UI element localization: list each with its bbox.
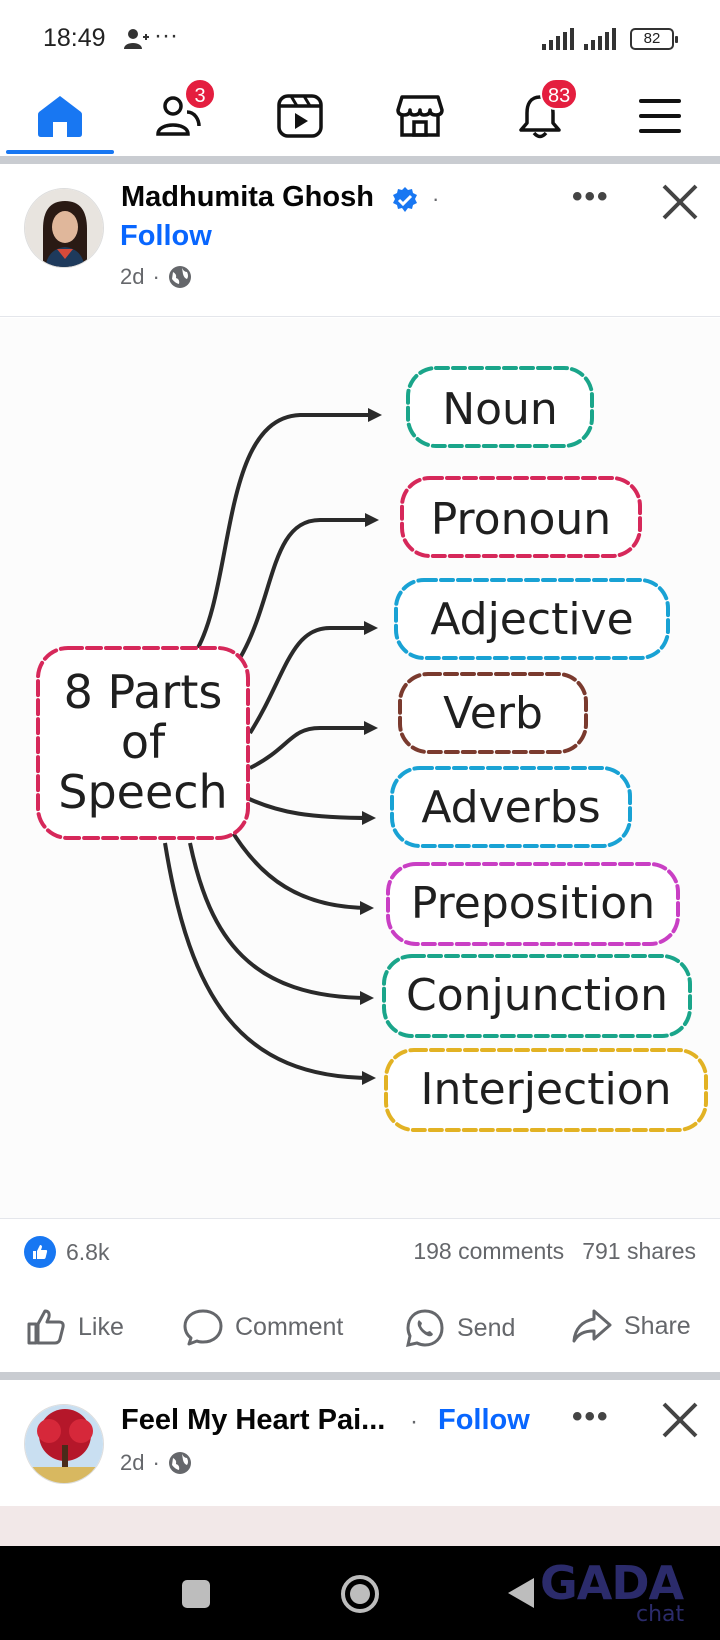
tag-preposition-label: Preposition: [411, 878, 655, 929]
tag-interjection: Interjection: [384, 1048, 708, 1132]
tag-conjunction-label: Conjunction: [406, 970, 668, 1021]
like-label: Like: [78, 1312, 124, 1341]
more-options-icon[interactable]: •••: [572, 1400, 610, 1433]
person-add-icon: [122, 27, 150, 56]
meta-separator: ·: [152, 264, 160, 289]
video-icon: [277, 94, 323, 138]
center-topic-box: [36, 646, 250, 840]
header-separator: ·: [410, 1408, 418, 1435]
comments-count[interactable]: 198 comments: [413, 1238, 565, 1264]
connector-arrows: [163, 408, 382, 1085]
globe-icon: [168, 1452, 191, 1474]
tag-adjective: Adjective: [394, 578, 670, 660]
globe-icon: [168, 266, 191, 288]
follow-button[interactable]: Follow: [120, 220, 212, 252]
marketplace-icon: [396, 95, 444, 137]
verified-badge-icon: [391, 186, 419, 219]
hamburger-menu-icon: [639, 99, 681, 133]
back-button[interactable]: [506, 1576, 536, 1615]
shares-count[interactable]: 791 shares: [582, 1238, 696, 1264]
center-label-line2: of: [121, 715, 167, 769]
divider: [0, 156, 720, 164]
post-time-2: 2d: [120, 1450, 145, 1475]
thumbs-up-icon: [27, 1309, 65, 1345]
top-navigation: 3 83: [0, 74, 720, 158]
like-button[interactable]: Like: [26, 1308, 124, 1346]
tag-conjunction: Conjunction: [382, 954, 692, 1038]
comment-label: Comment: [235, 1312, 344, 1341]
watermark-logo: GADA: [540, 1556, 684, 1610]
post-meta-2: 2d ·: [120, 1450, 192, 1476]
comment-button[interactable]: Comment: [183, 1308, 343, 1346]
more-options-icon[interactable]: •••: [572, 180, 610, 213]
next-post-preview: [0, 1506, 720, 1546]
status-bar: 18:49 ··· 82: [0, 0, 720, 74]
more-status-icon: ···: [154, 22, 178, 49]
share-button[interactable]: Share: [572, 1308, 691, 1344]
nav-home[interactable]: [20, 84, 100, 148]
home-button[interactable]: [340, 1574, 380, 1619]
tag-noun: Noun: [406, 366, 594, 448]
whatsapp-icon: [406, 1309, 444, 1347]
friends-icon: [156, 96, 201, 136]
center-label-line3: Speech: [58, 765, 227, 819]
tag-pronoun: Pronoun: [400, 476, 642, 558]
post-time: 2d: [120, 264, 145, 289]
nav-marketplace[interactable]: [380, 84, 460, 148]
reactions-count: 6.8k: [66, 1238, 110, 1265]
close-icon[interactable]: [660, 182, 700, 222]
header-separator: ·: [432, 186, 440, 211]
meta-separator-2: ·: [152, 1450, 160, 1475]
nav-notifications[interactable]: 83: [500, 78, 580, 148]
post-meta: 2d ·: [120, 264, 192, 290]
tag-adjective-label: Adjective: [430, 594, 633, 645]
status-time: 18:49: [43, 24, 106, 52]
tag-interjection-label: Interjection: [420, 1064, 671, 1115]
tag-verb: Verb: [398, 672, 588, 754]
tag-preposition: Preposition: [386, 862, 680, 946]
system-navigation-bar: [0, 1546, 720, 1640]
post-image[interactable]: 8 Parts of Speech Noun Pronoun Adjective…: [0, 318, 720, 1218]
tag-adverbs: Adverbs: [390, 766, 632, 848]
close-icon[interactable]: [660, 1400, 700, 1440]
nav-friends[interactable]: 3: [140, 78, 220, 148]
home-icon: [38, 96, 82, 137]
like-reaction-icon: [24, 1236, 56, 1268]
page-avatar[interactable]: [24, 1404, 104, 1484]
engagement-counts: 198 comments 791 shares: [413, 1238, 696, 1265]
page-name[interactable]: Feel My Heart Pai...: [121, 1404, 386, 1436]
post-actions: Like Comment Send Share: [0, 1300, 720, 1360]
divider: [0, 1372, 720, 1380]
center-label-line1: 8 Parts: [64, 665, 223, 719]
signal-icon-2: [584, 28, 620, 55]
notifications-badge: 83: [540, 78, 579, 110]
tag-verb-label: Verb: [443, 688, 543, 739]
send-button[interactable]: Send: [405, 1308, 515, 1348]
active-tab-indicator: [6, 150, 114, 154]
watermark-sub: chat: [636, 1602, 685, 1627]
tag-noun-label: Noun: [442, 384, 558, 435]
follow-button-2[interactable]: Follow: [438, 1404, 530, 1436]
battery-indicator: 82: [630, 28, 678, 50]
tag-pronoun-label: Pronoun: [431, 494, 611, 545]
comment-icon: [183, 1309, 223, 1346]
header-divider: [0, 316, 720, 317]
tag-adverbs-label: Adverbs: [421, 782, 600, 833]
nav-menu[interactable]: [620, 84, 700, 148]
friends-badge: 3: [184, 78, 216, 110]
recent-apps-button[interactable]: [182, 1580, 210, 1613]
send-label: Send: [457, 1313, 516, 1342]
author-avatar[interactable]: [24, 188, 104, 268]
share-label: Share: [624, 1311, 691, 1340]
author-name[interactable]: Madhumita Ghosh: [121, 181, 374, 213]
share-icon: [572, 1309, 612, 1343]
image-divider: [0, 1218, 720, 1219]
reactions-summary[interactable]: 6.8k: [24, 1236, 109, 1268]
nav-reels[interactable]: [260, 84, 340, 148]
signal-icon: [542, 28, 578, 55]
